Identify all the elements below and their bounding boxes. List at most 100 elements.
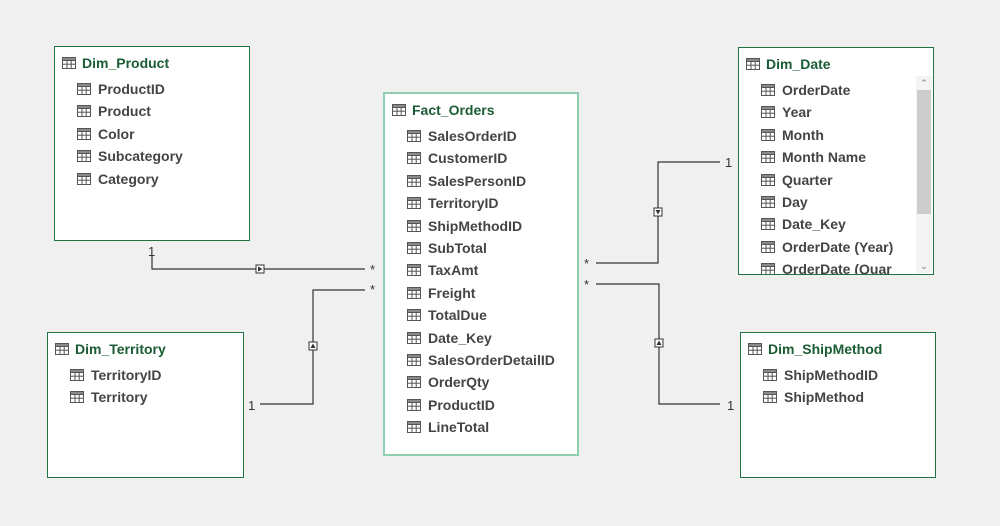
- field-name: LineTotal: [428, 419, 490, 436]
- table-grid-icon: [761, 128, 775, 141]
- field-row[interactable]: Category: [77, 169, 159, 189]
- cardinality-one-product: 1: [148, 244, 155, 259]
- table-grid-icon: [407, 197, 421, 210]
- field-name: CustomerID: [428, 150, 508, 167]
- field-row[interactable]: OrderQty: [407, 372, 489, 392]
- field-row[interactable]: OrderDate (Quar: [761, 259, 892, 274]
- field-row[interactable]: ProductID: [77, 79, 165, 99]
- table-title: Dim_Territory: [75, 341, 166, 357]
- field-row[interactable]: Month: [761, 125, 824, 145]
- field-name: Date_Key: [782, 216, 846, 233]
- table-grid-icon: [407, 174, 421, 187]
- field-row[interactable]: TerritoryID: [70, 365, 162, 385]
- field-row[interactable]: CustomerID: [407, 148, 507, 168]
- field-name: SalesOrderID: [428, 128, 517, 144]
- table-grid-icon: [761, 196, 775, 208]
- field-name: SubTotal: [428, 240, 487, 256]
- cardinality-one-date: 1: [725, 155, 732, 170]
- field-row[interactable]: Territory: [70, 387, 148, 407]
- field-name: OrderDate (Year): [782, 238, 894, 255]
- field-row[interactable]: SalesOrderID: [407, 126, 517, 146]
- field-row[interactable]: TaxAmt: [407, 260, 478, 280]
- field-row[interactable]: ShipMethodID: [763, 365, 878, 385]
- field-name: OrderDate (Quar: [782, 261, 892, 274]
- table-grid-icon: [761, 151, 775, 164]
- field-row[interactable]: Color: [77, 124, 135, 144]
- field-name: TerritoryID: [91, 367, 162, 383]
- table-grid-icon: [392, 104, 406, 116]
- table-grid-icon: [407, 376, 421, 389]
- field-row[interactable]: ProductID: [407, 395, 495, 415]
- field-name: ProductID: [428, 396, 495, 413]
- table-grid-icon: [761, 84, 775, 96]
- field-row[interactable]: Day: [761, 192, 808, 212]
- field-row[interactable]: OrderDate (Year): [761, 237, 893, 257]
- field-row[interactable]: Subcategory: [77, 146, 183, 166]
- table-header[interactable]: Fact_Orders: [392, 101, 494, 119]
- field-row[interactable]: Date_Key: [761, 214, 846, 234]
- chevron-up-icon[interactable]: ⌃: [920, 78, 928, 88]
- table-grid-icon: [748, 343, 762, 355]
- field-name: SalesPersonID: [428, 172, 527, 189]
- field-row[interactable]: LineTotal: [407, 417, 489, 437]
- table-grid-icon: [761, 218, 775, 231]
- field-row[interactable]: ShipMethod: [763, 387, 864, 407]
- scroll-thumb[interactable]: [917, 90, 931, 214]
- field-row[interactable]: TerritoryID: [407, 193, 499, 213]
- table-title: Fact_Orders: [412, 102, 495, 118]
- field-row[interactable]: Quarter: [761, 170, 833, 190]
- field-name: TotalDue: [428, 307, 487, 324]
- field-name: OrderDate: [782, 82, 851, 98]
- table-grid-icon: [77, 83, 91, 95]
- table-header[interactable]: Dim_Territory: [55, 340, 166, 358]
- table-header[interactable]: Dim_Product: [62, 54, 169, 72]
- field-name: Product: [98, 103, 151, 120]
- table-grid-icon: [407, 152, 421, 165]
- field-name: ShipMethod: [784, 389, 865, 406]
- field-row[interactable]: Freight: [407, 283, 475, 303]
- table-header[interactable]: Dim_ShipMethod: [748, 340, 882, 358]
- table-grid-icon: [761, 106, 775, 119]
- field-row[interactable]: SalesPersonID: [407, 171, 526, 191]
- table-title: Dim_Product: [82, 55, 170, 71]
- field-row[interactable]: ShipMethodID: [407, 216, 522, 236]
- field-name: Month: [782, 126, 824, 143]
- cardinality-many-date: *: [584, 256, 589, 271]
- field-row[interactable]: Date_Key: [407, 328, 492, 348]
- table-header[interactable]: Dim_Date: [746, 55, 831, 73]
- chevron-down-icon[interactable]: ⌄: [920, 261, 928, 271]
- field-row[interactable]: SalesOrderDetailID: [407, 350, 555, 370]
- table-grid-icon: [77, 150, 91, 163]
- vertical-scrollbar[interactable]: ⌃ ⌄: [916, 76, 932, 273]
- field-name: Color: [98, 125, 135, 142]
- table-grid-icon: [407, 398, 421, 411]
- table-grid-icon: [407, 130, 421, 142]
- table-grid-icon: [746, 58, 760, 70]
- field-row[interactable]: Year: [761, 102, 812, 122]
- field-row[interactable]: OrderDate: [761, 80, 850, 100]
- field-name: Subcategory: [98, 148, 183, 165]
- table-grid-icon: [761, 263, 775, 274]
- field-name: ProductID: [98, 81, 165, 97]
- table-grid-icon: [761, 240, 775, 253]
- relationship-line-product: [151, 256, 365, 270]
- cardinality-one-shipmethod: 1: [727, 398, 734, 413]
- field-row[interactable]: TotalDue: [407, 305, 487, 325]
- table-grid-icon: [761, 173, 775, 186]
- field-row[interactable]: Product: [77, 101, 151, 121]
- field-row[interactable]: SubTotal: [407, 238, 487, 258]
- field-row[interactable]: Month Name: [761, 147, 866, 167]
- field-name: OrderQty: [428, 374, 490, 391]
- field-name: Category: [98, 170, 159, 187]
- cardinality-many-territory: *: [370, 282, 375, 297]
